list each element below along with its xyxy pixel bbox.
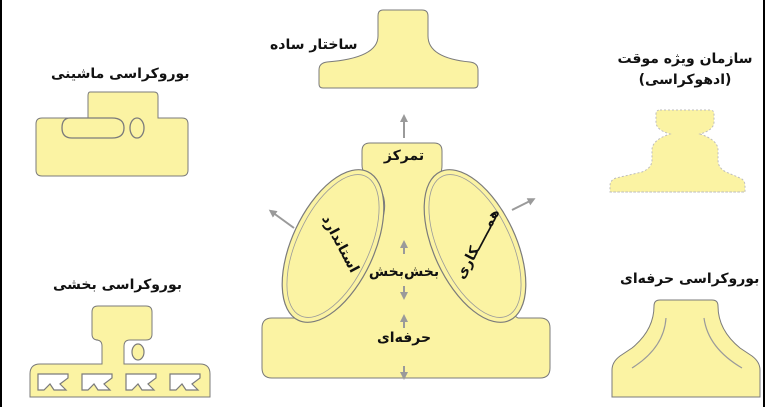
machine-bureaucracy-title: بوروکراسی ماشینی: [51, 66, 190, 82]
adhocracy-title-line1: سازمان ویژه موقت: [617, 51, 753, 67]
machine-bureaucracy-shape: [35, 91, 189, 177]
professional-bureaucracy-title: بوروکراسی حرفه‌ای: [620, 271, 760, 287]
pull-left-arrow: [268, 209, 295, 229]
adhocracy-title-line2: (ادهوکراسی): [638, 72, 732, 88]
divisional-bureaucracy-title: بوروکراسی بخشی: [53, 277, 183, 293]
adhocracy-shape: [609, 109, 746, 193]
center-middle-label: بخش‌بخش: [368, 264, 440, 280]
professional-bureaucracy-shape: [611, 299, 761, 398]
simple-structure-title: ساختار ساده: [270, 37, 358, 53]
center-bottom-label: حرفه‌ای: [376, 330, 432, 346]
center-configuration-shape: [261, 114, 551, 380]
pull-right-arrow: [511, 198, 536, 211]
simple-structure-shape: [318, 9, 479, 89]
center-top-label: تمرکز: [383, 148, 425, 164]
divisional-bureaucracy-shape: [29, 305, 211, 398]
